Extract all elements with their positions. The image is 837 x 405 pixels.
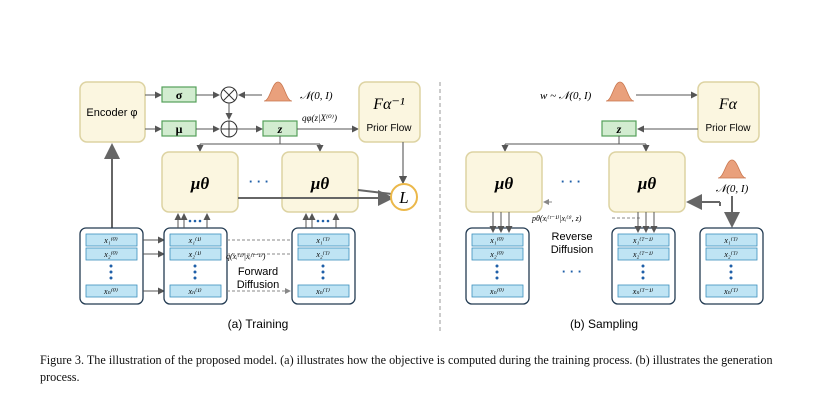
stackT-row-N <box>297 284 350 298</box>
between-dots: · · · <box>561 174 581 189</box>
gaussian-icon <box>605 81 635 102</box>
stackT-row-2 <box>297 247 350 261</box>
stackT-cell-2: x₂⁽ᵀ⁾ <box>315 250 329 259</box>
mu-theta-label-1: μθ <box>494 174 513 193</box>
reverse-text-1: Reverse <box>552 231 593 243</box>
mu-theta-box-1 <box>465 151 543 213</box>
s-stack0-row-1 <box>471 233 524 247</box>
p-eq: pθ(xᵢ⁽ᵗ⁻¹⁾|xᵢ⁽ᵗ⁾, z) <box>531 214 582 223</box>
forward-text-1: Forward <box>238 266 278 278</box>
flow-symbol: Fα <box>718 96 738 113</box>
q-posterior-label: qφ(z|X⁽⁰⁾) <box>302 113 337 123</box>
forward-eq: q(xᵢ⁽¹⁾|xᵢ⁽ᵗ⁻¹⁾) <box>226 252 266 261</box>
s-stack0-cell-N: xₙ⁽⁰⁾ <box>489 287 504 296</box>
mu-theta-label-1: μθ <box>190 174 209 193</box>
stack1-cell-N: xₙ⁽¹⁾ <box>187 287 201 296</box>
forward-text-2: Diffusion <box>237 279 280 291</box>
s-stackT-cell-2: x₂⁽ᵀ⁾ <box>723 250 737 259</box>
training-caption: (a) Training <box>228 317 289 331</box>
s-stack0-cell-1: x₁⁽⁰⁾ <box>489 236 504 245</box>
prior-flow-box <box>697 81 760 143</box>
stack0-row-1 <box>85 233 138 247</box>
stack1-cell-2: x₂⁽¹⁾ <box>188 250 202 259</box>
encoder-label: Encoder φ <box>86 107 137 119</box>
z-label: z <box>616 122 622 136</box>
sigma-label: σ <box>176 88 183 102</box>
prior-flow-inverse-box <box>358 81 421 143</box>
stackT-cell-N: xₙ⁽ᵀ⁾ <box>315 287 330 296</box>
stackT-cell-1: x₁⁽ᵀ⁾ <box>315 236 329 245</box>
training-panel: Encoder φ σ μ 𝒩(0, I) z qφ(z|X⁽⁰⁾) Fα⁻¹ … <box>79 81 421 331</box>
stack1-row-2 <box>169 247 222 261</box>
stackTm1-row-1 <box>617 233 670 247</box>
mu-label: μ <box>176 122 183 136</box>
stack1-cell-1: x₁⁽¹⁾ <box>188 236 202 245</box>
stackTm1-row-2 <box>617 247 670 261</box>
mu-theta-label-T: μθ <box>637 174 656 193</box>
gaussian-icon <box>717 159 747 179</box>
reverse-text-2: Diffusion <box>551 244 594 256</box>
stack0-row-N <box>85 284 138 298</box>
mu-theta-box-T <box>608 151 686 213</box>
figure-caption: Figure 3. The illustration of the propos… <box>40 353 773 384</box>
stack1-row-N <box>169 284 222 298</box>
stackTm1-cell-1: x₁⁽ᵀ⁻¹⁾ <box>632 236 653 245</box>
s-stack0-row-N <box>471 284 524 298</box>
between-dots: · · · <box>249 174 269 189</box>
stackTm1-cell-N: xₙ⁽ᵀ⁻¹⁾ <box>632 287 653 296</box>
stack0-cell-N: xₙ⁽⁰⁾ <box>103 287 118 296</box>
noise-label: 𝒩(0, I) <box>300 90 333 102</box>
s-stack0-cell-2: x₂⁽⁰⁾ <box>489 250 504 259</box>
flow-inverse-symbol: Fα⁻¹ <box>372 96 405 113</box>
noise-label: 𝒩(0, I) <box>716 183 749 195</box>
loss-label: L <box>398 188 408 207</box>
reverse-dots: · · · <box>562 264 582 279</box>
s-stackT-row-1 <box>705 233 758 247</box>
stack0-row-2 <box>85 247 138 261</box>
stackTm1-row-N <box>617 284 670 298</box>
s-stackT-cell-N: xₙ⁽ᵀ⁾ <box>723 287 738 296</box>
prior-flow-label: Prior Flow <box>705 123 751 134</box>
encoder-box <box>79 81 146 143</box>
prior-flow-label: Prior Flow <box>366 123 412 134</box>
sampling-panel: w ~ 𝒩(0, I) Fα Prior Flow z μθ · · · μθ … <box>465 81 764 331</box>
loss-node <box>390 183 418 211</box>
mu-theta-label-T: μθ <box>310 174 329 193</box>
gaussian-icon <box>263 81 293 102</box>
sampling-caption: (b) Sampling <box>570 317 638 331</box>
s-stack0-row-2 <box>471 247 524 261</box>
s-stackT-row-2 <box>705 247 758 261</box>
stack0-cell-1: x₁⁽⁰⁾ <box>103 236 118 245</box>
z-label: z <box>277 122 283 136</box>
stack0-cell-2: x₂⁽⁰⁾ <box>103 250 118 259</box>
mu-theta-box-1 <box>161 151 239 213</box>
w-noise-label: w ~ 𝒩(0, I) <box>540 90 592 102</box>
s-stackT-row-N <box>705 284 758 298</box>
stack1-row-1 <box>169 233 222 247</box>
stackTm1-cell-2: x₂⁽ᵀ⁻¹⁾ <box>632 250 653 259</box>
stackT-row-1 <box>297 233 350 247</box>
s-stackT-cell-1: x₁⁽ᵀ⁾ <box>723 236 737 245</box>
